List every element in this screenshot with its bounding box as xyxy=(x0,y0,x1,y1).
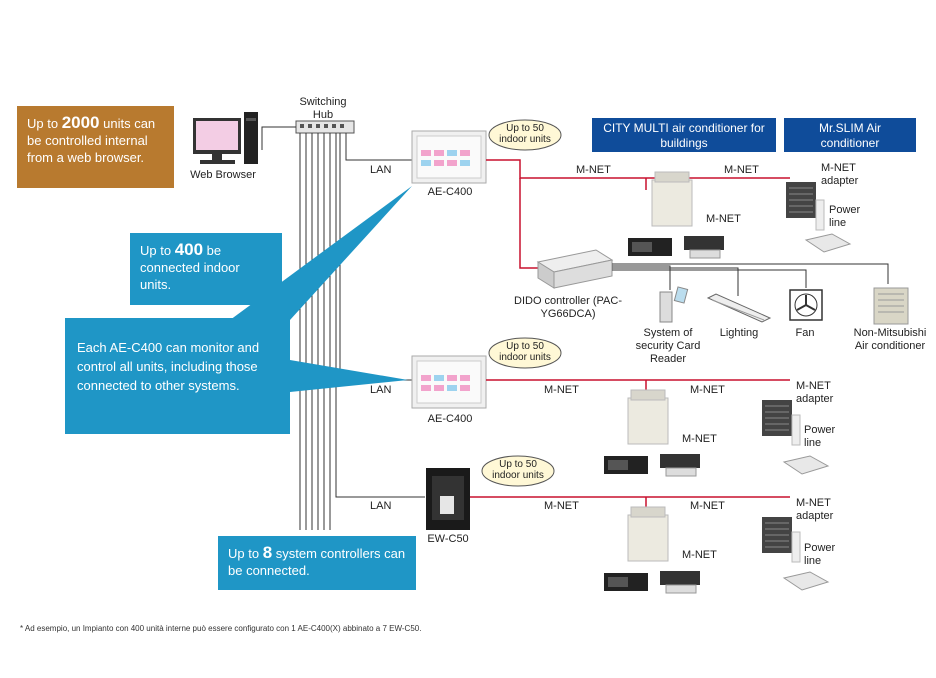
mnet-label: M-NET xyxy=(576,164,611,176)
callout-text: Up to xyxy=(228,546,263,561)
power-line-label: Power line xyxy=(829,204,861,229)
capacity-bubble-text: Up to 50 indoor units xyxy=(499,123,551,145)
mnet-label: M-NET xyxy=(544,500,579,512)
city-multi-outdoor-unit-icon xyxy=(627,506,669,562)
lighting-icon xyxy=(706,293,772,323)
mr-slim-outdoor-unit-icon xyxy=(762,400,830,475)
ae-c400-controller-icon xyxy=(411,355,487,409)
mr-slim-outdoor-unit-icon xyxy=(762,517,830,591)
mnet-label: M-NET xyxy=(724,164,759,176)
switching-hub-label: Switching Hub xyxy=(299,96,347,121)
capacity-bubbles xyxy=(481,119,562,487)
callout-number: 2000 xyxy=(61,113,100,132)
callout-number: 400 xyxy=(174,240,204,259)
lighting-label: Lighting xyxy=(719,327,759,339)
ae-c400-controller-icon xyxy=(411,130,487,184)
callout-text: system controllers can be connected. xyxy=(228,546,406,578)
mnet-adapter-label: M-NET adapter xyxy=(796,380,834,405)
switching-hub-icon xyxy=(295,120,355,134)
callout-text: be connected indoor units. xyxy=(140,243,240,292)
dido-wiring xyxy=(612,263,889,296)
mnet-label: M-NET xyxy=(690,384,725,396)
web-capacity-callout: Up to 2000 units can be controlled inter… xyxy=(17,106,174,188)
mnet-label: M-NET xyxy=(706,213,741,225)
non-mitsubishi-ac-icon xyxy=(873,287,909,325)
callout-text: Up to xyxy=(140,243,175,258)
capacity-bubble-text: Up to 50 indoor units xyxy=(499,341,551,363)
power-line-label: Power line xyxy=(804,542,836,567)
city-multi-header: CITY MULTI air conditioner for buildings xyxy=(592,118,776,152)
city-multi-outdoor-unit-icon xyxy=(651,171,693,227)
mnet-label: M-NET xyxy=(682,433,717,445)
mr-slim-outdoor-unit-icon xyxy=(786,182,852,253)
dido-controller-icon xyxy=(536,249,614,289)
footnote: * Ad esempio, un Impianto con 400 unità … xyxy=(20,624,422,633)
monitor-callout: Each AE-C400 can monitor and control all… xyxy=(65,318,290,434)
dido-controller-label: DIDO controller (PAC-YG66DCA) xyxy=(514,295,622,320)
callout-number: 8 xyxy=(262,543,273,562)
web-browser-label: Web Browser xyxy=(190,169,256,181)
controllers-callout: Up to 8 system controllers can be connec… xyxy=(218,536,416,590)
card-reader-icon xyxy=(659,286,689,323)
callout-text: Up to xyxy=(27,116,62,131)
power-line-label: Power line xyxy=(804,424,836,449)
ae-c400-label: AE-C400 xyxy=(427,186,473,198)
capacity-bubble-text: Up to 50 indoor units xyxy=(492,459,544,481)
fan-label: Fan xyxy=(795,327,815,339)
lan-label: LAN xyxy=(370,384,392,396)
indoor-unit-icon xyxy=(628,236,724,259)
card-reader-label: System of security Card Reader xyxy=(635,327,701,365)
callout-pointer xyxy=(290,360,408,392)
lan-label: LAN xyxy=(370,500,392,512)
mnet-adapter-label: M-NET adapter xyxy=(796,497,834,522)
city-multi-outdoor-unit-icon xyxy=(627,389,669,445)
ae-c400-label: AE-C400 xyxy=(427,413,473,425)
mr-slim-header: Mr.SLIM Air conditioner xyxy=(784,118,916,152)
ew-c50-label: EW-C50 xyxy=(427,533,469,545)
mnet-label: M-NET xyxy=(544,384,579,396)
indoor-unit-icon xyxy=(604,571,700,594)
mnet-adapter-label: M-NET adapter xyxy=(821,162,859,187)
mnet-lines xyxy=(470,159,790,512)
mnet-label: M-NET xyxy=(682,549,717,561)
non-mitsubishi-label: Non-Mitsubishi Air conditioner xyxy=(853,327,927,352)
ew-c50-controller-icon xyxy=(426,468,470,530)
lan-label: LAN xyxy=(370,164,392,176)
mnet-label: M-NET xyxy=(690,500,725,512)
indoor-capacity-callout: Up to 400 be connected indoor units. xyxy=(130,233,282,305)
callout-text: Each AE-C400 can monitor and control all… xyxy=(77,340,260,393)
web-browser-pc-icon xyxy=(193,112,258,164)
fan-icon xyxy=(789,289,823,321)
indoor-unit-icon xyxy=(604,454,700,477)
callout-text: units can be controlled internal from a … xyxy=(27,116,156,165)
